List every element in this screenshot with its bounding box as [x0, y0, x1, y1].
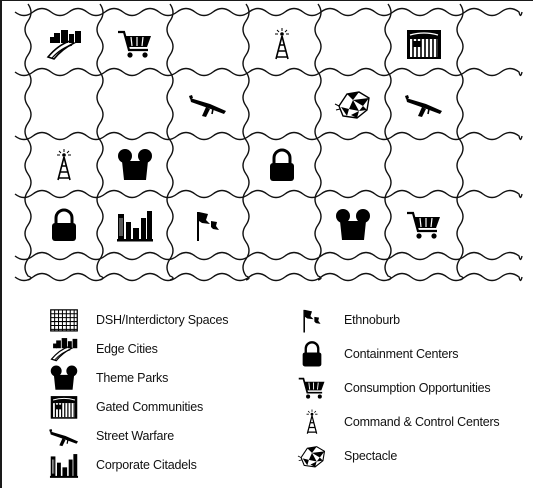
theme-park-icon [118, 149, 152, 180]
legend-label: Command & Control Centers [344, 415, 500, 429]
consumption-icon [118, 30, 151, 58]
grid-horizontal-line [14, 131, 523, 141]
street-warfare-icon [42, 423, 86, 449]
command-icon [290, 409, 334, 435]
legend-item-command: Command & Control Centers [290, 409, 500, 435]
containment-icon [52, 208, 76, 241]
corporate-icon [42, 452, 86, 478]
ethnoburb-icon [197, 212, 219, 241]
grid-vertical-line [384, 3, 392, 281]
theme-park-icon [336, 209, 370, 240]
legend-item-containment: Containment Centers [290, 341, 459, 367]
spectacle-icon [334, 91, 370, 119]
legend-item-theme-park: Theme Parks [42, 365, 169, 391]
grid-vertical-line [166, 3, 174, 281]
grid-vertical-line [96, 3, 104, 281]
grid-vertical-line [314, 3, 322, 281]
legend-item-ethnoburb: Ethnoburb [290, 307, 400, 333]
consumption-icon [290, 375, 334, 401]
legend-label: Gated Communities [96, 400, 204, 414]
legend-item-edge-city: Edge Cities [42, 336, 158, 362]
grid-horizontal-line [14, 67, 523, 77]
grid-horizontal-line [14, 251, 523, 261]
grid-vertical-line [242, 3, 250, 281]
legend-item-corporate: Corporate Citadels [42, 452, 197, 478]
legend-item-dsh: DSH/Interdictory Spaces [42, 308, 228, 332]
command-icon [275, 28, 289, 60]
corporate-icon [117, 211, 153, 242]
legend-item-gated: Gated Communities [42, 395, 203, 419]
legend-label: Corporate Citadels [96, 458, 197, 472]
legend-label: Street Warfare [96, 429, 175, 443]
grid-horizontal-line [14, 7, 523, 17]
grid-horizontal-line [14, 272, 523, 282]
theme-park-icon [42, 365, 86, 391]
legend-item-spectacle: Spectacle [290, 444, 397, 468]
legend-label: Consumption Opportunities [344, 381, 491, 395]
legend-item-street-warfare: Street Warfare [42, 424, 174, 448]
legend-label: Theme Parks [96, 371, 169, 385]
legend-label: DSH/Interdictory Spaces [96, 313, 229, 327]
legend-label: Containment Centers [344, 347, 459, 361]
grid-horizontal-line [14, 189, 523, 199]
keno-grid [14, 3, 523, 282]
street-warfare-icon [189, 95, 226, 117]
consumption-icon [407, 211, 440, 239]
legend-item-consumption: Consumption Opportunities [290, 375, 491, 401]
gated-icon [407, 30, 441, 59]
legend-label: Edge Cities [96, 342, 158, 356]
edge-city-icon [46, 30, 81, 60]
street-warfare-icon [405, 95, 442, 117]
legend-label: Ethnoburb [344, 313, 400, 327]
ethnoburb-icon [290, 307, 334, 333]
gated-icon [42, 394, 86, 420]
command-icon [57, 149, 71, 181]
containment-icon [270, 148, 294, 181]
legend-label: Spectacle [344, 449, 398, 463]
dsh-icon [42, 307, 86, 333]
edge-city-icon [42, 336, 86, 362]
containment-icon [290, 341, 334, 367]
grid-vertical-line [456, 3, 464, 281]
spectacle-icon [290, 443, 334, 469]
grid-vertical-line [24, 3, 32, 281]
